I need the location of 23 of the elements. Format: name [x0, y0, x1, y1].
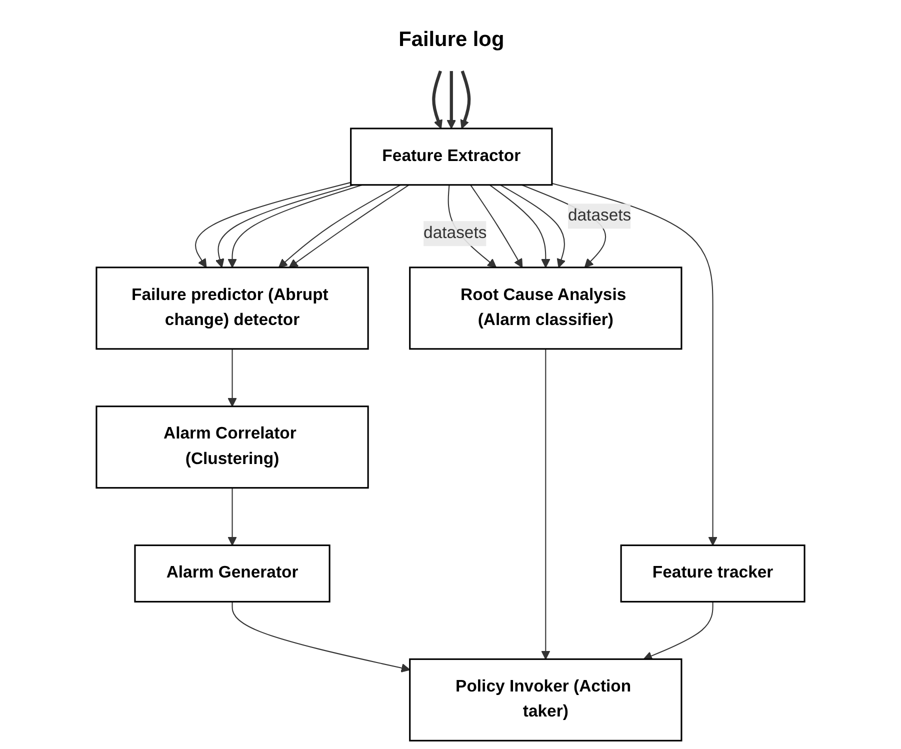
node-box: Alarm Generator	[134, 544, 330, 602]
arrow	[446, 71, 456, 129]
arrow	[460, 70, 471, 129]
node-box: Policy Invoker (Action taker)	[409, 658, 682, 742]
node-box: Root Cause Analysis (Alarm classifier)	[409, 266, 682, 350]
node-box: Feature tracker	[620, 544, 806, 602]
arrow	[489, 184, 550, 268]
edge-label: datasets	[568, 206, 632, 225]
arrow	[195, 182, 351, 268]
node-text: Failure log	[398, 28, 504, 52]
node-box: Feature Extractor	[350, 128, 553, 186]
arrow	[541, 348, 550, 660]
node-box: Failure predictor (Abrupt change) detector	[96, 266, 369, 350]
arrow	[432, 70, 442, 129]
arrow	[228, 488, 237, 546]
arrow	[552, 182, 718, 546]
arrow	[500, 184, 566, 268]
arrow	[232, 602, 410, 672]
arrow	[470, 184, 523, 268]
edge-label: datasets	[424, 224, 487, 242]
arrow	[643, 602, 714, 660]
arrow	[228, 348, 237, 407]
node-box: Alarm Correlator (Clustering)	[96, 406, 369, 489]
